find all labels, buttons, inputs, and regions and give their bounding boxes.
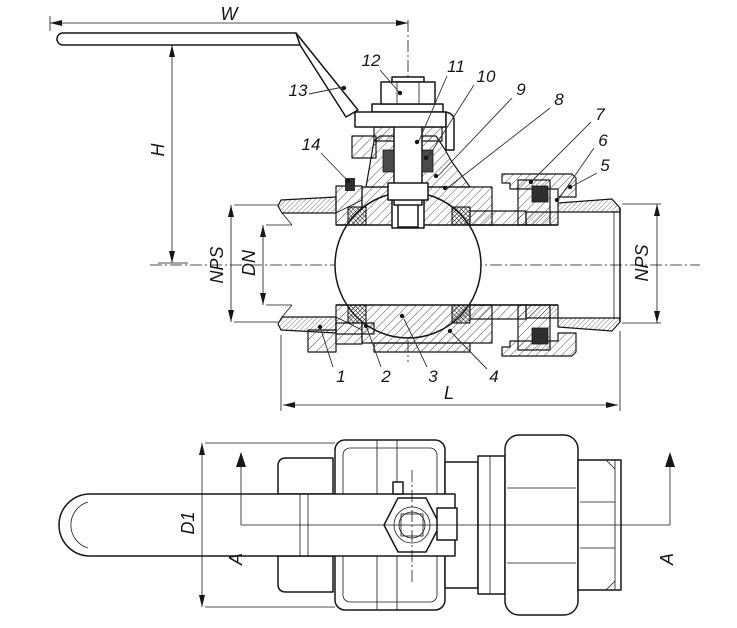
part-label-14: 14 <box>302 135 321 154</box>
stem-stop-tab <box>392 481 404 495</box>
o-ring-bottom <box>531 327 549 345</box>
union-nut-bottom <box>501 332 577 357</box>
part-label-9: 9 <box>516 80 526 99</box>
dimension-W: W <box>49 4 408 31</box>
seat-retainer <box>335 322 375 335</box>
right-socket-inner-lines <box>557 211 615 319</box>
body-bottom-skirt <box>373 342 471 353</box>
section-cut-A: A A <box>226 452 677 566</box>
dimension-DN: DN <box>239 224 292 306</box>
handle-arm <box>295 32 359 118</box>
cap-pad-bottom <box>277 555 334 593</box>
dim-label-NPS-right: NPS <box>632 244 652 281</box>
section-label-A-left: A <box>226 553 246 566</box>
handle <box>56 32 359 118</box>
handle-base-plate <box>354 111 447 128</box>
part-label-11: 11 <box>447 57 465 76</box>
callout-5: 5 <box>567 156 610 190</box>
callout-3: 3 <box>399 313 438 386</box>
right-thread-band-top <box>557 198 621 213</box>
callout-14: 14 <box>302 135 351 184</box>
callout-1: 1 <box>317 324 346 386</box>
callout-12: 12 <box>362 51 403 96</box>
callout-6: 6 <box>554 131 608 203</box>
part-label-12: 12 <box>362 51 381 70</box>
section-label-A-right: A <box>657 553 677 566</box>
neck-lug <box>351 135 377 159</box>
callout-4: 4 <box>447 328 499 386</box>
dimension-D1: D1 <box>178 442 335 608</box>
union-nut-top <box>501 173 577 198</box>
dimension-NPS-left: NPS <box>207 204 278 323</box>
dimension-NPS-right: NPS <box>622 203 661 324</box>
seat-top-left <box>347 206 367 226</box>
stem-flange <box>387 182 429 201</box>
right-thread-band-bottom <box>557 317 621 332</box>
seat-top-right <box>451 206 471 226</box>
stem-packing-right <box>421 149 434 173</box>
travel-stop-tab <box>436 507 458 541</box>
part-label-5: 5 <box>600 156 610 175</box>
handle-end-roll <box>70 501 89 549</box>
seat-bottom-right <box>451 304 471 324</box>
seats <box>335 206 471 335</box>
part-label-8: 8 <box>554 90 564 109</box>
stem-hex-nut <box>380 81 436 105</box>
left-socket-chamfers <box>281 212 293 318</box>
dimension-L: L <box>280 331 621 411</box>
tailpiece-male-thread-top <box>525 211 559 226</box>
stem-assembly <box>345 76 471 206</box>
dim-label-L: L <box>444 383 454 403</box>
callout-8: 8 <box>442 90 564 191</box>
handle-bar <box>56 32 301 46</box>
callout-11: 11 <box>414 57 465 145</box>
o-ring-top <box>531 185 549 203</box>
part-label-1: 1 <box>336 367 345 386</box>
dim-label-D1: D1 <box>178 511 198 534</box>
callout-7: 7 <box>528 105 605 185</box>
part-label-13: 13 <box>289 81 308 100</box>
cap-pad-top <box>277 457 334 495</box>
callout-9: 9 <box>433 80 526 179</box>
part-callouts: 1 2 3 4 5 6 7 8 9 10 11 12 13 14 <box>289 51 611 386</box>
o-rings <box>531 185 549 345</box>
body-seal-part14 <box>345 178 355 191</box>
union-nut-facets <box>507 487 576 564</box>
part-label-2: 2 <box>380 367 391 386</box>
dim-label-H: H <box>148 143 168 157</box>
part-label-10: 10 <box>477 67 496 86</box>
part-label-6: 6 <box>598 131 608 150</box>
plan-view: A A D1 <box>58 434 677 616</box>
callout-2: 2 <box>363 323 391 386</box>
dim-label-DN: DN <box>239 249 259 276</box>
part-label-3: 3 <box>428 367 438 386</box>
left-cap-foot <box>307 329 337 353</box>
dim-label-NPS-left: NPS <box>207 246 227 283</box>
part-label-4: 4 <box>489 367 498 386</box>
left-thread-band-top <box>277 196 337 214</box>
callout-10: 10 <box>423 67 496 161</box>
stem-packing-left <box>382 149 395 173</box>
part-label-7: 7 <box>595 105 605 124</box>
dim-label-W: W <box>221 4 240 24</box>
section-view: W H NPS DN NPS <box>49 4 700 411</box>
dimension-H: H <box>148 45 188 264</box>
seat-bottom-left <box>347 304 367 324</box>
hex-nut-facet-lines <box>396 82 420 104</box>
tailpiece-male-thread-bottom <box>525 304 559 319</box>
callout-13: 13 <box>289 81 347 100</box>
